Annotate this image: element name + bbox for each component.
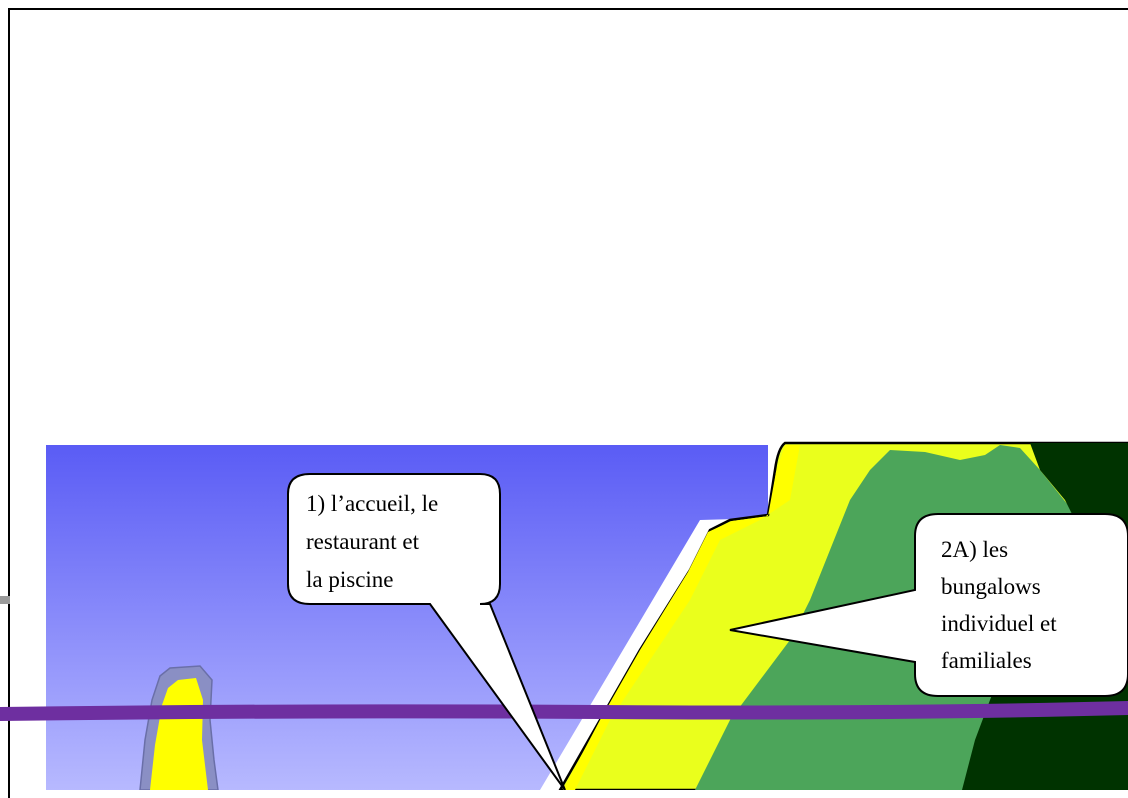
- callout-1-line-1: 1) l’accueil, le: [306, 491, 438, 516]
- slide-frame: [8, 8, 1128, 798]
- callout-2a-line-3: individuel et: [941, 611, 1057, 636]
- callout-1-line-3: la piscine: [306, 567, 394, 592]
- zone-bright-yellow-edge: [563, 445, 800, 790]
- left-edge-marker: [0, 596, 10, 604]
- purple-road: [0, 701, 1128, 721]
- callout-2a-line-2: bungalows: [941, 574, 1041, 599]
- callout-2a-line-1: 2A) les: [941, 537, 1008, 562]
- beach-strip: [540, 445, 800, 790]
- callout-2a-line-4: familiales: [941, 648, 1032, 673]
- callout-1-bubble: [287, 473, 566, 790]
- callout-1-line-2: restaurant et: [306, 529, 420, 554]
- callout-2a-bubble: [729, 513, 1128, 697]
